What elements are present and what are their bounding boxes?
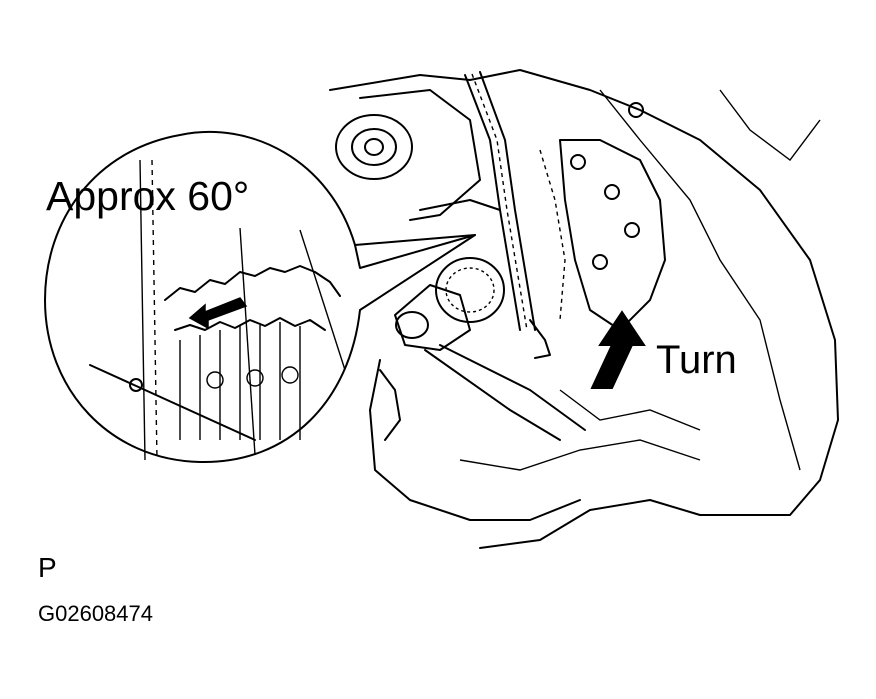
- magnified-detail-circle: [44, 130, 476, 464]
- turn-direction-arrow-icon: [590, 310, 646, 389]
- figure-id-label: G02608474: [38, 601, 153, 626]
- timing-cover: [559, 102, 666, 331]
- angle-label: Approx 60°: [46, 173, 250, 219]
- view-label: P: [38, 552, 57, 583]
- crankshaft-pulley: [435, 257, 505, 323]
- idler-pulley: [335, 89, 481, 221]
- engine-block-outline: [329, 69, 839, 549]
- socket-wrench: [379, 284, 586, 441]
- timing-belt: [419, 71, 566, 331]
- rotation-arrow-icon: [188, 297, 248, 330]
- turn-label: Turn: [656, 338, 737, 382]
